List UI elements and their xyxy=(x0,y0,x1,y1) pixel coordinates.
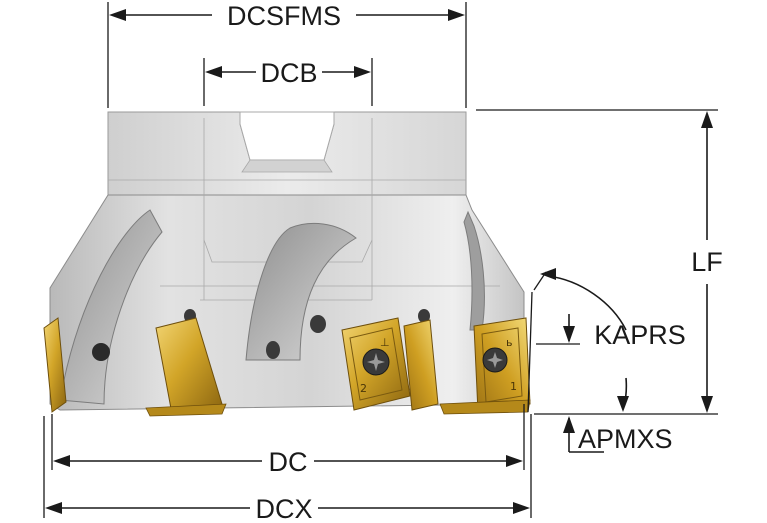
keyway-floor xyxy=(241,159,333,173)
insert-edge-left xyxy=(43,317,67,413)
coolant-hole-2 xyxy=(266,341,280,359)
insert-mark-b: 1 xyxy=(510,380,517,393)
dimension-lines xyxy=(43,2,718,518)
keyway-slot xyxy=(239,111,335,161)
label-apmxs: APMXS xyxy=(578,424,673,454)
chip-pocket-left xyxy=(59,209,163,405)
chip-pocket-center xyxy=(245,222,357,361)
label-dcsfms: DCSFMS xyxy=(227,1,341,31)
label-dcx: DCX xyxy=(255,494,312,523)
insert-mark-a: ⊥ xyxy=(380,336,390,349)
label-dcb: DCB xyxy=(260,58,317,88)
insert-mark-c: 2 xyxy=(360,382,367,395)
label-kaprs: KAPRS xyxy=(594,320,686,350)
coolant-hole-5 xyxy=(418,309,430,323)
dimension-labels: DCSFMS DCB LF KAPRS APMXS DC DCX xyxy=(227,1,723,523)
coolant-hole-1 xyxy=(92,343,110,361)
body-contour-lines xyxy=(108,118,500,301)
cutter-body xyxy=(49,111,525,411)
insert-right: ь 1 xyxy=(473,317,531,413)
insert-mark-d: ь xyxy=(506,336,512,349)
inserts: ⊥ 2 ь 1 xyxy=(43,317,531,417)
label-lf: LF xyxy=(691,247,723,277)
label-dc: DC xyxy=(269,447,308,477)
insert-center-right xyxy=(403,319,439,411)
insert-center: ⊥ 2 xyxy=(341,317,411,411)
coolant-hole-3 xyxy=(310,315,326,333)
